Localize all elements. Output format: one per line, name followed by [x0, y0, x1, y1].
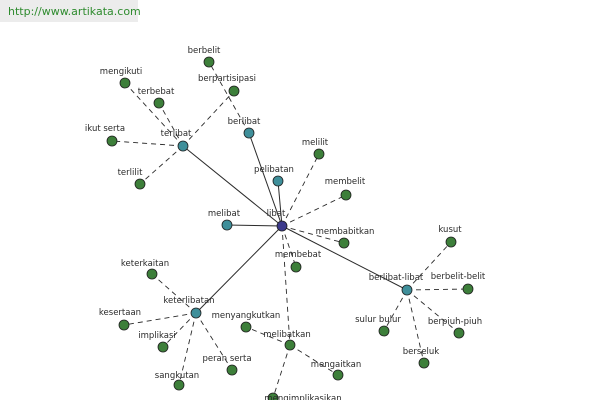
label-berlibat-libat[interactable]: berlibat-libat [369, 273, 424, 283]
node-kusut[interactable] [445, 236, 457, 248]
edge-keterlibatan-keterkaitan [151, 273, 197, 314]
label-keterlibatan[interactable]: keterlibatan [163, 296, 214, 306]
node-berlibat[interactable] [243, 127, 255, 139]
label-melibat[interactable]: melibat [208, 209, 241, 219]
node-berbelit-belit[interactable] [462, 283, 474, 295]
edge-berlibat-libat-sulur-bulur [383, 289, 408, 332]
label-berbelit-belit[interactable]: berbelit-belit [431, 272, 486, 282]
label-mengimplikasikan[interactable]: mengimplikasikan [264, 394, 341, 400]
edge-libat-berlibat-libat [281, 225, 408, 291]
edge-melibatkan-menyangkutkan [245, 326, 291, 346]
label-implikasi[interactable]: implikasi [138, 331, 176, 341]
label-berpiuh-piuh[interactable]: berpiuh-piuh [428, 317, 482, 327]
label-berbelit[interactable]: berbelit [188, 46, 221, 56]
edge-terlibat-ikut-serta [111, 140, 184, 147]
edge-berlibat-libat-berbelit-belit [406, 288, 469, 291]
label-melibatkan[interactable]: melibatkan [263, 330, 311, 340]
node-keterkaitan[interactable] [146, 268, 158, 280]
graph-edges [111, 61, 469, 399]
node-keterlibatan[interactable] [190, 307, 202, 319]
edge-berlibat-berbelit [208, 61, 250, 134]
edge-libat-melibatkan [281, 225, 291, 346]
label-sangkutan[interactable]: sangkutan [155, 371, 199, 381]
edge-libat-membabitkan [281, 225, 345, 244]
label-mengikuti[interactable]: mengikuti [100, 67, 142, 77]
label-membebat[interactable]: membebat [275, 250, 322, 260]
node-kesertaan[interactable] [118, 319, 130, 331]
node-terlibat[interactable] [177, 140, 189, 152]
node-mengikuti[interactable] [119, 77, 131, 89]
node-melibatkan[interactable] [284, 339, 296, 351]
node-sulur-bulur[interactable] [378, 325, 390, 337]
node-berpiuh-piuh[interactable] [453, 327, 465, 339]
label-libat[interactable]: libat [267, 209, 286, 219]
edge-libat-pelibatan [277, 180, 283, 227]
label-berlibat[interactable]: berlibat [228, 117, 261, 127]
edge-libat-berlibat [248, 132, 283, 227]
label-berpartisipasi[interactable]: berpartisipasi [198, 74, 256, 84]
node-ikut-serta[interactable] [106, 135, 118, 147]
label-berseluk[interactable]: berseluk [403, 347, 440, 357]
label-kesertaan[interactable]: kesertaan [99, 308, 141, 318]
label-pelibatan[interactable]: pelibatan [254, 165, 294, 175]
edge-keterlibatan-implikasi [162, 312, 197, 348]
edge-keterlibatan-kesertaan [123, 312, 197, 326]
label-terbebat[interactable]: terbebat [138, 87, 175, 97]
edge-melibatkan-mengimplikasikan [272, 344, 291, 399]
label-ikut-serta[interactable]: ikut serta [85, 124, 125, 134]
edge-keterlibatan-peran-serta [195, 312, 233, 371]
node-terbebat[interactable] [153, 97, 165, 109]
node-menyangkutkan[interactable] [240, 321, 252, 333]
node-berlibat-libat[interactable] [401, 284, 413, 296]
node-implikasi[interactable] [157, 341, 169, 353]
node-berpartisipasi[interactable] [228, 85, 240, 97]
node-membebat[interactable] [290, 261, 302, 273]
label-mengaitkan[interactable]: mengaitkan [311, 360, 362, 370]
graph-nodes [106, 56, 474, 400]
label-kusut[interactable]: kusut [438, 225, 462, 235]
node-pelibatan[interactable] [272, 175, 284, 187]
label-membabitkan[interactable]: membabitkan [316, 227, 375, 237]
edge-berlibat-libat-berpiuh-piuh [406, 289, 460, 334]
label-membelit[interactable]: membelit [325, 177, 366, 187]
node-libat[interactable] [276, 220, 288, 232]
node-berseluk[interactable] [418, 357, 430, 369]
site-watermark[interactable]: http://www.artikata.com [0, 0, 141, 22]
edge-libat-melilit [281, 153, 320, 227]
edge-terlibat-berpartisipasi [182, 90, 235, 147]
node-berbelit[interactable] [203, 56, 215, 68]
edge-libat-melibat [226, 224, 283, 227]
edge-libat-keterlibatan [195, 225, 283, 314]
label-sulur-bulur[interactable]: sulur bulur [355, 315, 401, 325]
label-peran-serta[interactable]: peran serta [202, 354, 251, 364]
node-mengaitkan[interactable] [332, 369, 344, 381]
node-peran-serta[interactable] [226, 364, 238, 376]
edge-libat-terlibat [182, 145, 283, 227]
edge-keterlibatan-sangkutan [178, 312, 197, 386]
node-sangkutan[interactable] [173, 379, 185, 391]
node-mengimplikasikan[interactable] [267, 392, 279, 400]
node-melibat[interactable] [221, 219, 233, 231]
node-melilit[interactable] [313, 148, 325, 160]
edge-berlibat-libat-kusut [406, 241, 452, 291]
node-terlilit[interactable] [134, 178, 146, 190]
node-membelit[interactable] [340, 189, 352, 201]
label-melilit[interactable]: melilit [302, 138, 329, 148]
label-terlibat[interactable]: terlibat [161, 129, 192, 139]
graph-labels: libat terlibat berlibat pelibatan melibat ket… [85, 46, 486, 400]
node-membabitkan[interactable] [338, 237, 350, 249]
edge-melibatkan-mengaitkan [289, 344, 339, 376]
label-menyangkutkan[interactable]: menyangkutkan [212, 311, 281, 321]
edge-libat-membelit [281, 194, 347, 227]
edge-berlibat-libat-berseluk [406, 289, 425, 364]
edge-terlibat-terlilit [139, 145, 184, 185]
label-keterkaitan[interactable]: keterkaitan [121, 259, 169, 269]
label-terlilit[interactable]: terlilit [118, 168, 144, 178]
edge-libat-membebat [281, 225, 297, 268]
